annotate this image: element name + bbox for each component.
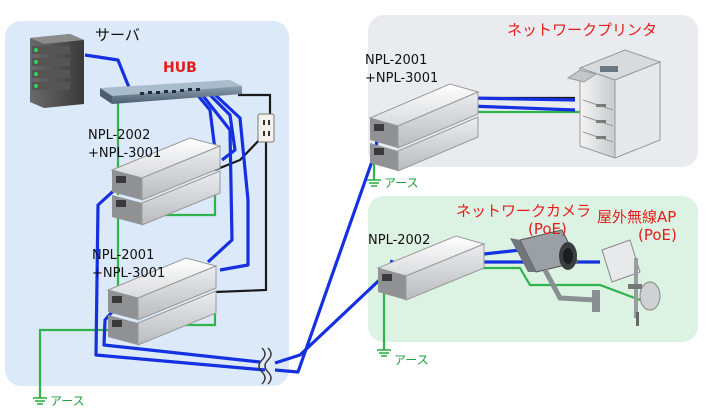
unit-b-model-line2: +NPL-3001 <box>92 266 165 281</box>
unit-c-model-line2: +NPL-3001 <box>365 71 438 86</box>
camera-label-line1: ネットワークカメラ <box>456 202 591 220</box>
earth-symbol-icon <box>367 179 381 187</box>
ap-label-line2: (PoE) <box>638 226 677 244</box>
hub-label: HUB <box>163 60 197 76</box>
earth-label-2: アース <box>384 176 419 190</box>
cable-break-mark <box>258 347 272 385</box>
unit-a-model-line2: +NPL-3001 <box>88 146 161 161</box>
earth-symbol-icon <box>33 397 47 405</box>
ap-label-line1: 屋外無線AP <box>597 208 676 226</box>
camera-label-line2: (PoE) <box>528 220 567 238</box>
surge-protector-unit-b <box>106 257 218 346</box>
surge-protector-unit-c <box>368 83 480 172</box>
earth-label-3: アース <box>394 353 429 367</box>
outlet-icon <box>257 113 275 143</box>
unit-d-model-line1: NPL-2002 <box>368 233 430 248</box>
earth-symbol-icon <box>377 349 391 357</box>
surge-protector-unit-d <box>376 235 486 301</box>
unit-a-model-line1: NPL-2002 <box>88 128 150 143</box>
printer-label: ネットワークプリンタ <box>507 21 657 39</box>
printer-icon <box>566 49 662 159</box>
unit-c-model-line1: NPL-2001 <box>365 53 427 68</box>
hub-icon <box>100 80 242 104</box>
earth-label-1: アース <box>50 394 85 408</box>
access-point-icon <box>601 239 661 326</box>
server-label: サーバ <box>95 26 140 44</box>
surge-protector-unit-a <box>110 137 222 226</box>
server-icon <box>30 34 84 108</box>
camera-icon <box>510 229 600 312</box>
unit-b-model-line1: NPL-2001 <box>92 248 154 263</box>
